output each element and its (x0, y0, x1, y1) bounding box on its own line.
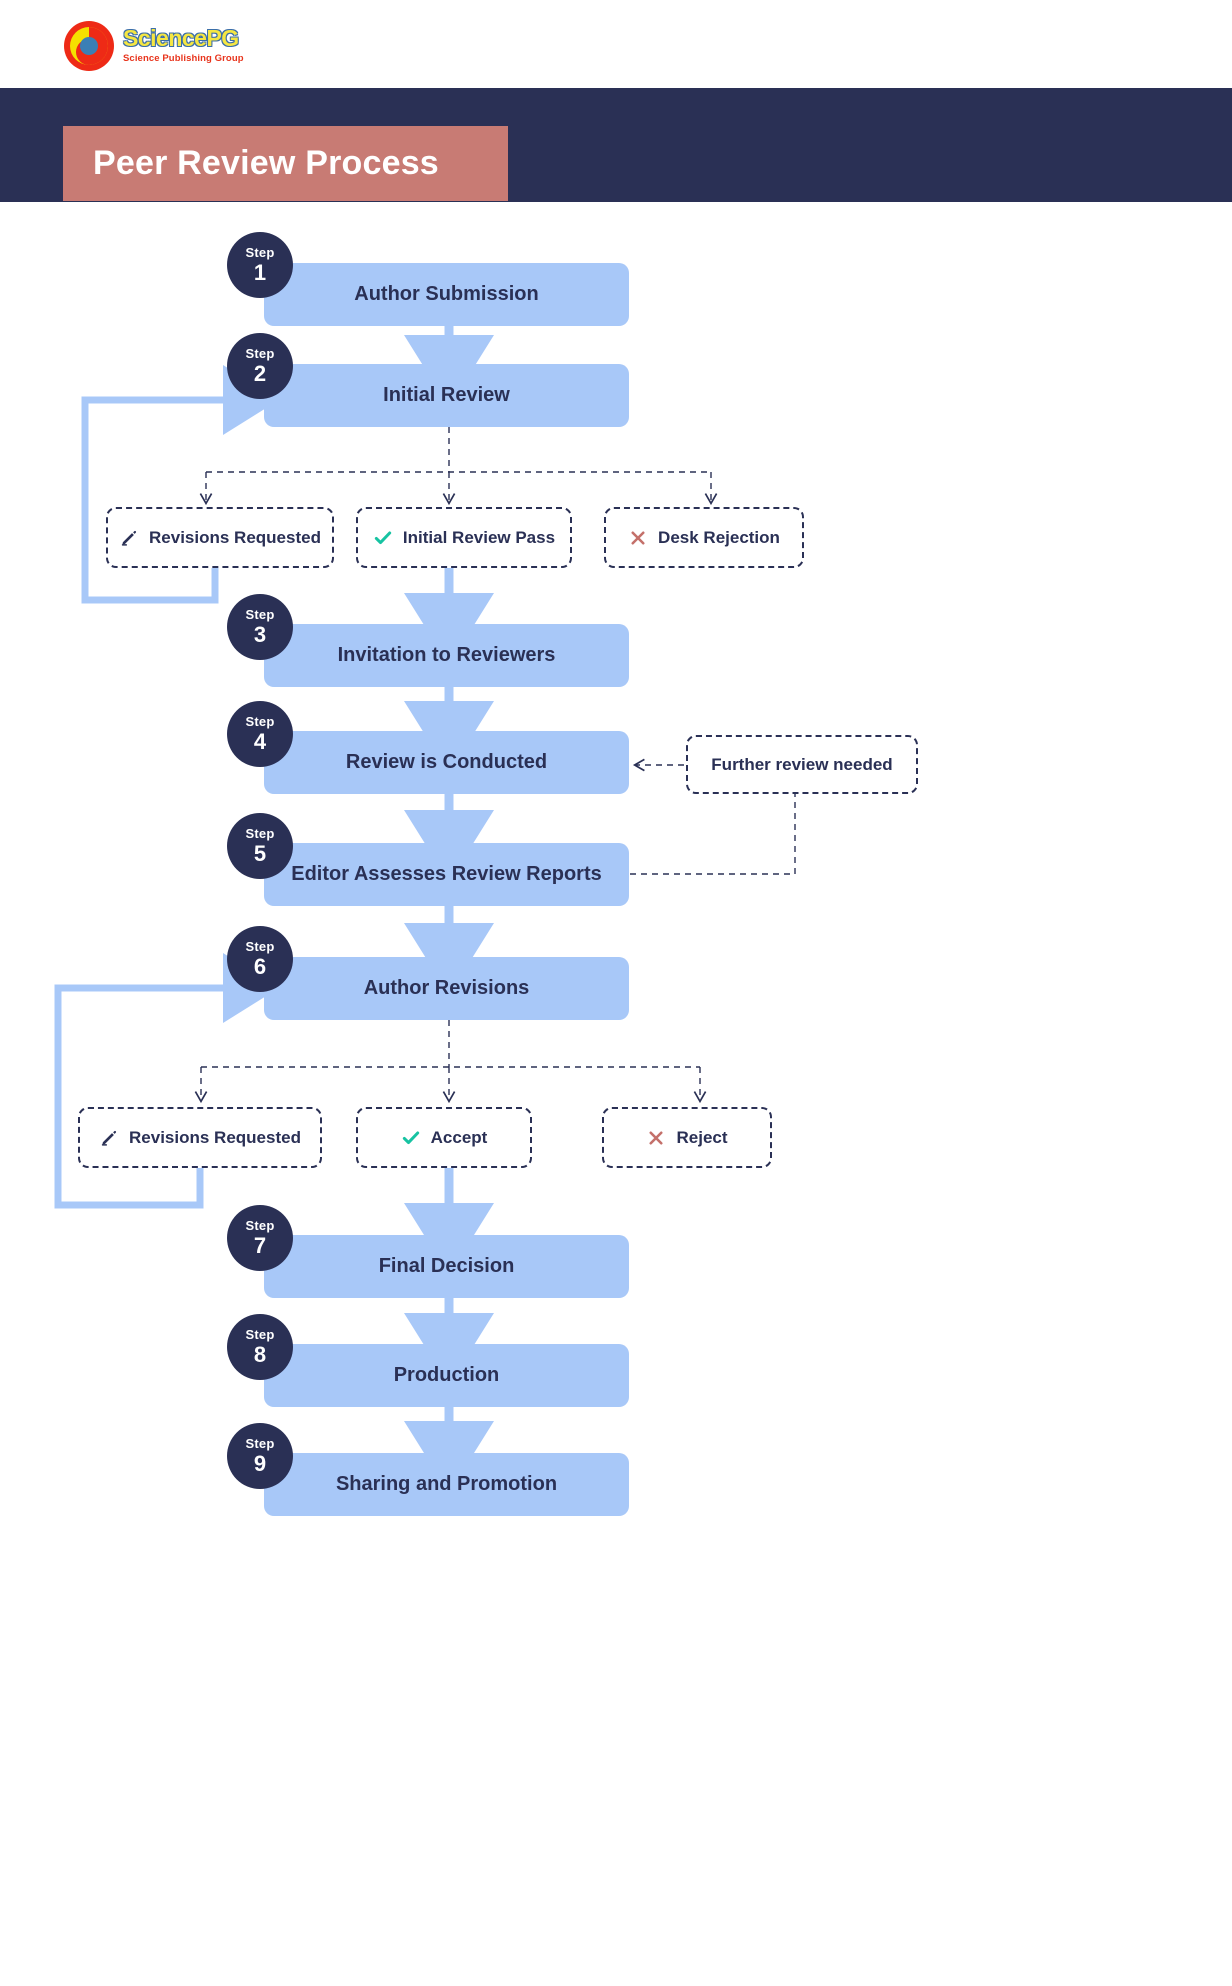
step-label-3: Step (245, 607, 275, 622)
step-badge-6: Step 6 (227, 926, 293, 992)
brand-logo[interactable]: SciencePG Science Publishing Group (63, 18, 283, 73)
sciencepg-logo-icon (63, 20, 115, 72)
step-box-4[interactable]: Review is Conducted (264, 731, 629, 794)
decision-accept[interactable]: Accept (356, 1107, 532, 1168)
step-box-6[interactable]: Author Revisions (264, 957, 629, 1020)
step-label-1: Step (245, 245, 275, 260)
pencil-icon (99, 1128, 119, 1148)
step-box-2[interactable]: Initial Review (264, 364, 629, 427)
step-badge-2: Step 2 (227, 333, 293, 399)
step-label-9: Step (245, 1436, 275, 1451)
decision-initial-review-pass[interactable]: Initial Review Pass (356, 507, 572, 568)
step-number-3: 3 (253, 622, 267, 647)
decision-label: Reject (676, 1127, 728, 1147)
step-badge-1: Step 1 (227, 232, 293, 298)
decision-revisions-requested-2[interactable]: Revisions Requested (78, 1107, 322, 1168)
step-label-7: Step (245, 1218, 275, 1233)
note-label: Further review needed (711, 754, 893, 774)
step-title-9: Sharing and Promotion (335, 1473, 558, 1495)
step-box-5[interactable]: Editor Assesses Review Reports (264, 843, 629, 906)
step-title-2: Initial Review (383, 384, 510, 406)
decision-revisions-requested-1[interactable]: Revisions Requested (106, 507, 334, 568)
step-box-1[interactable]: Author Submission (264, 263, 629, 326)
step-box-7[interactable]: Final Decision (264, 1235, 629, 1298)
step-title-3: Invitation to Reviewers (337, 644, 556, 666)
step-title-1: Author Submission (354, 283, 539, 305)
page-title-box: Peer Review Process (63, 126, 508, 201)
step-box-9[interactable]: Sharing and Promotion (264, 1453, 629, 1516)
step-number-6: 6 (253, 954, 267, 979)
step-box-8[interactable]: Production (264, 1344, 629, 1407)
step-number-2: 2 (253, 361, 267, 386)
step-title-6: Author Revisions (363, 977, 530, 999)
step-title-4: Review is Conducted (345, 751, 548, 773)
decision-label: Revisions Requested (129, 1127, 301, 1147)
step-number-9: 9 (253, 1451, 267, 1476)
step-title-5: Editor Assesses Review Reports (291, 863, 602, 885)
step-label-8: Step (245, 1327, 275, 1342)
step-number-5: 5 (253, 841, 267, 866)
decision-label: Desk Rejection (658, 527, 780, 547)
step-badge-5: Step 5 (227, 813, 293, 879)
step-label-5: Step (245, 826, 275, 841)
check-icon (373, 528, 393, 548)
step-label-2: Step (245, 346, 275, 361)
step-label-4: Step (245, 714, 275, 729)
brand-tagline: Science Publishing Group (123, 53, 244, 65)
decision-desk-rejection[interactable]: Desk Rejection (604, 507, 804, 568)
brand-name: SciencePG (123, 25, 239, 52)
page-title: Peer Review Process (93, 144, 439, 182)
decision-label: Revisions Requested (149, 527, 321, 547)
step-title-7: Final Decision (378, 1255, 515, 1277)
connector-layer (54, 326, 796, 1493)
step-badge-8: Step 8 (227, 1314, 293, 1380)
decision-reject[interactable]: Reject (602, 1107, 772, 1168)
step-badge-3: Step 3 (227, 594, 293, 660)
step-badge-7: Step 7 (227, 1205, 293, 1271)
decision-label: Initial Review Pass (402, 527, 556, 547)
flowchart-canvas: Author Submission Step 1 Initial Review … (0, 202, 1232, 1986)
check-icon (401, 1128, 421, 1148)
step-number-7: 7 (253, 1233, 267, 1258)
step-number-8: 8 (253, 1342, 267, 1367)
pencil-icon (119, 528, 139, 548)
x-icon (628, 528, 648, 548)
note-further-review-needed[interactable]: Further review needed (686, 735, 918, 794)
decision-label: Accept (430, 1127, 488, 1147)
step-box-3[interactable]: Invitation to Reviewers (264, 624, 629, 687)
step-number-4: 4 (253, 729, 267, 754)
x-icon (646, 1128, 666, 1148)
step-badge-9: Step 9 (227, 1423, 293, 1489)
step-title-8: Production (393, 1364, 500, 1386)
step-label-6: Step (245, 939, 275, 954)
step-badge-4: Step 4 (227, 701, 293, 767)
step-number-1: 1 (253, 260, 267, 285)
logo-bar: SciencePG Science Publishing Group (0, 0, 1232, 88)
